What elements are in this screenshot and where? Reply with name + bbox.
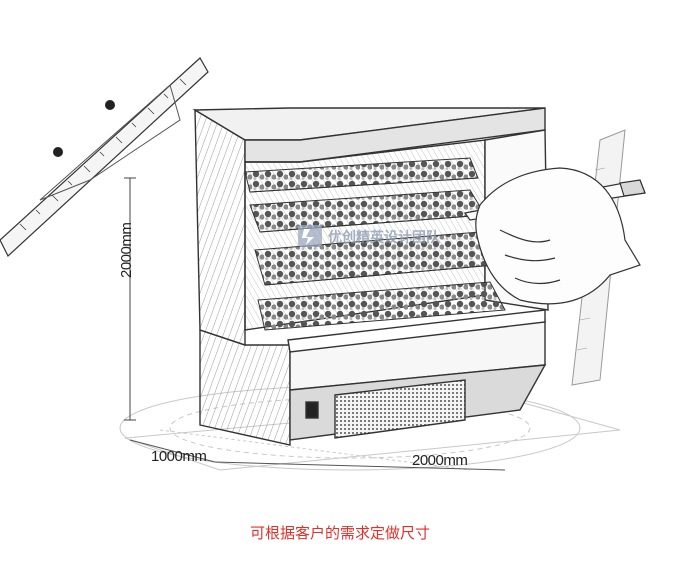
caption: 可根据客户的需求定做尺寸	[249, 524, 430, 542]
watermark-text: 优创精英设计团队	[328, 230, 440, 246]
width-dimension-label: 2000mm	[412, 452, 468, 469]
hand-with-pencil	[463, 167, 646, 305]
watermark: 优创精英设计团队	[300, 227, 440, 247]
height-dimension-line	[124, 177, 136, 421]
height-dimension-label: 2000mm	[118, 222, 135, 278]
depth-dimension-label: 1000mm	[151, 448, 207, 465]
shelf-4	[257, 281, 506, 331]
watermark-logo-icon	[298, 225, 322, 247]
ruler-left	[0, 57, 209, 257]
base-dimension-lines	[129, 439, 506, 471]
shelves	[244, 157, 506, 331]
